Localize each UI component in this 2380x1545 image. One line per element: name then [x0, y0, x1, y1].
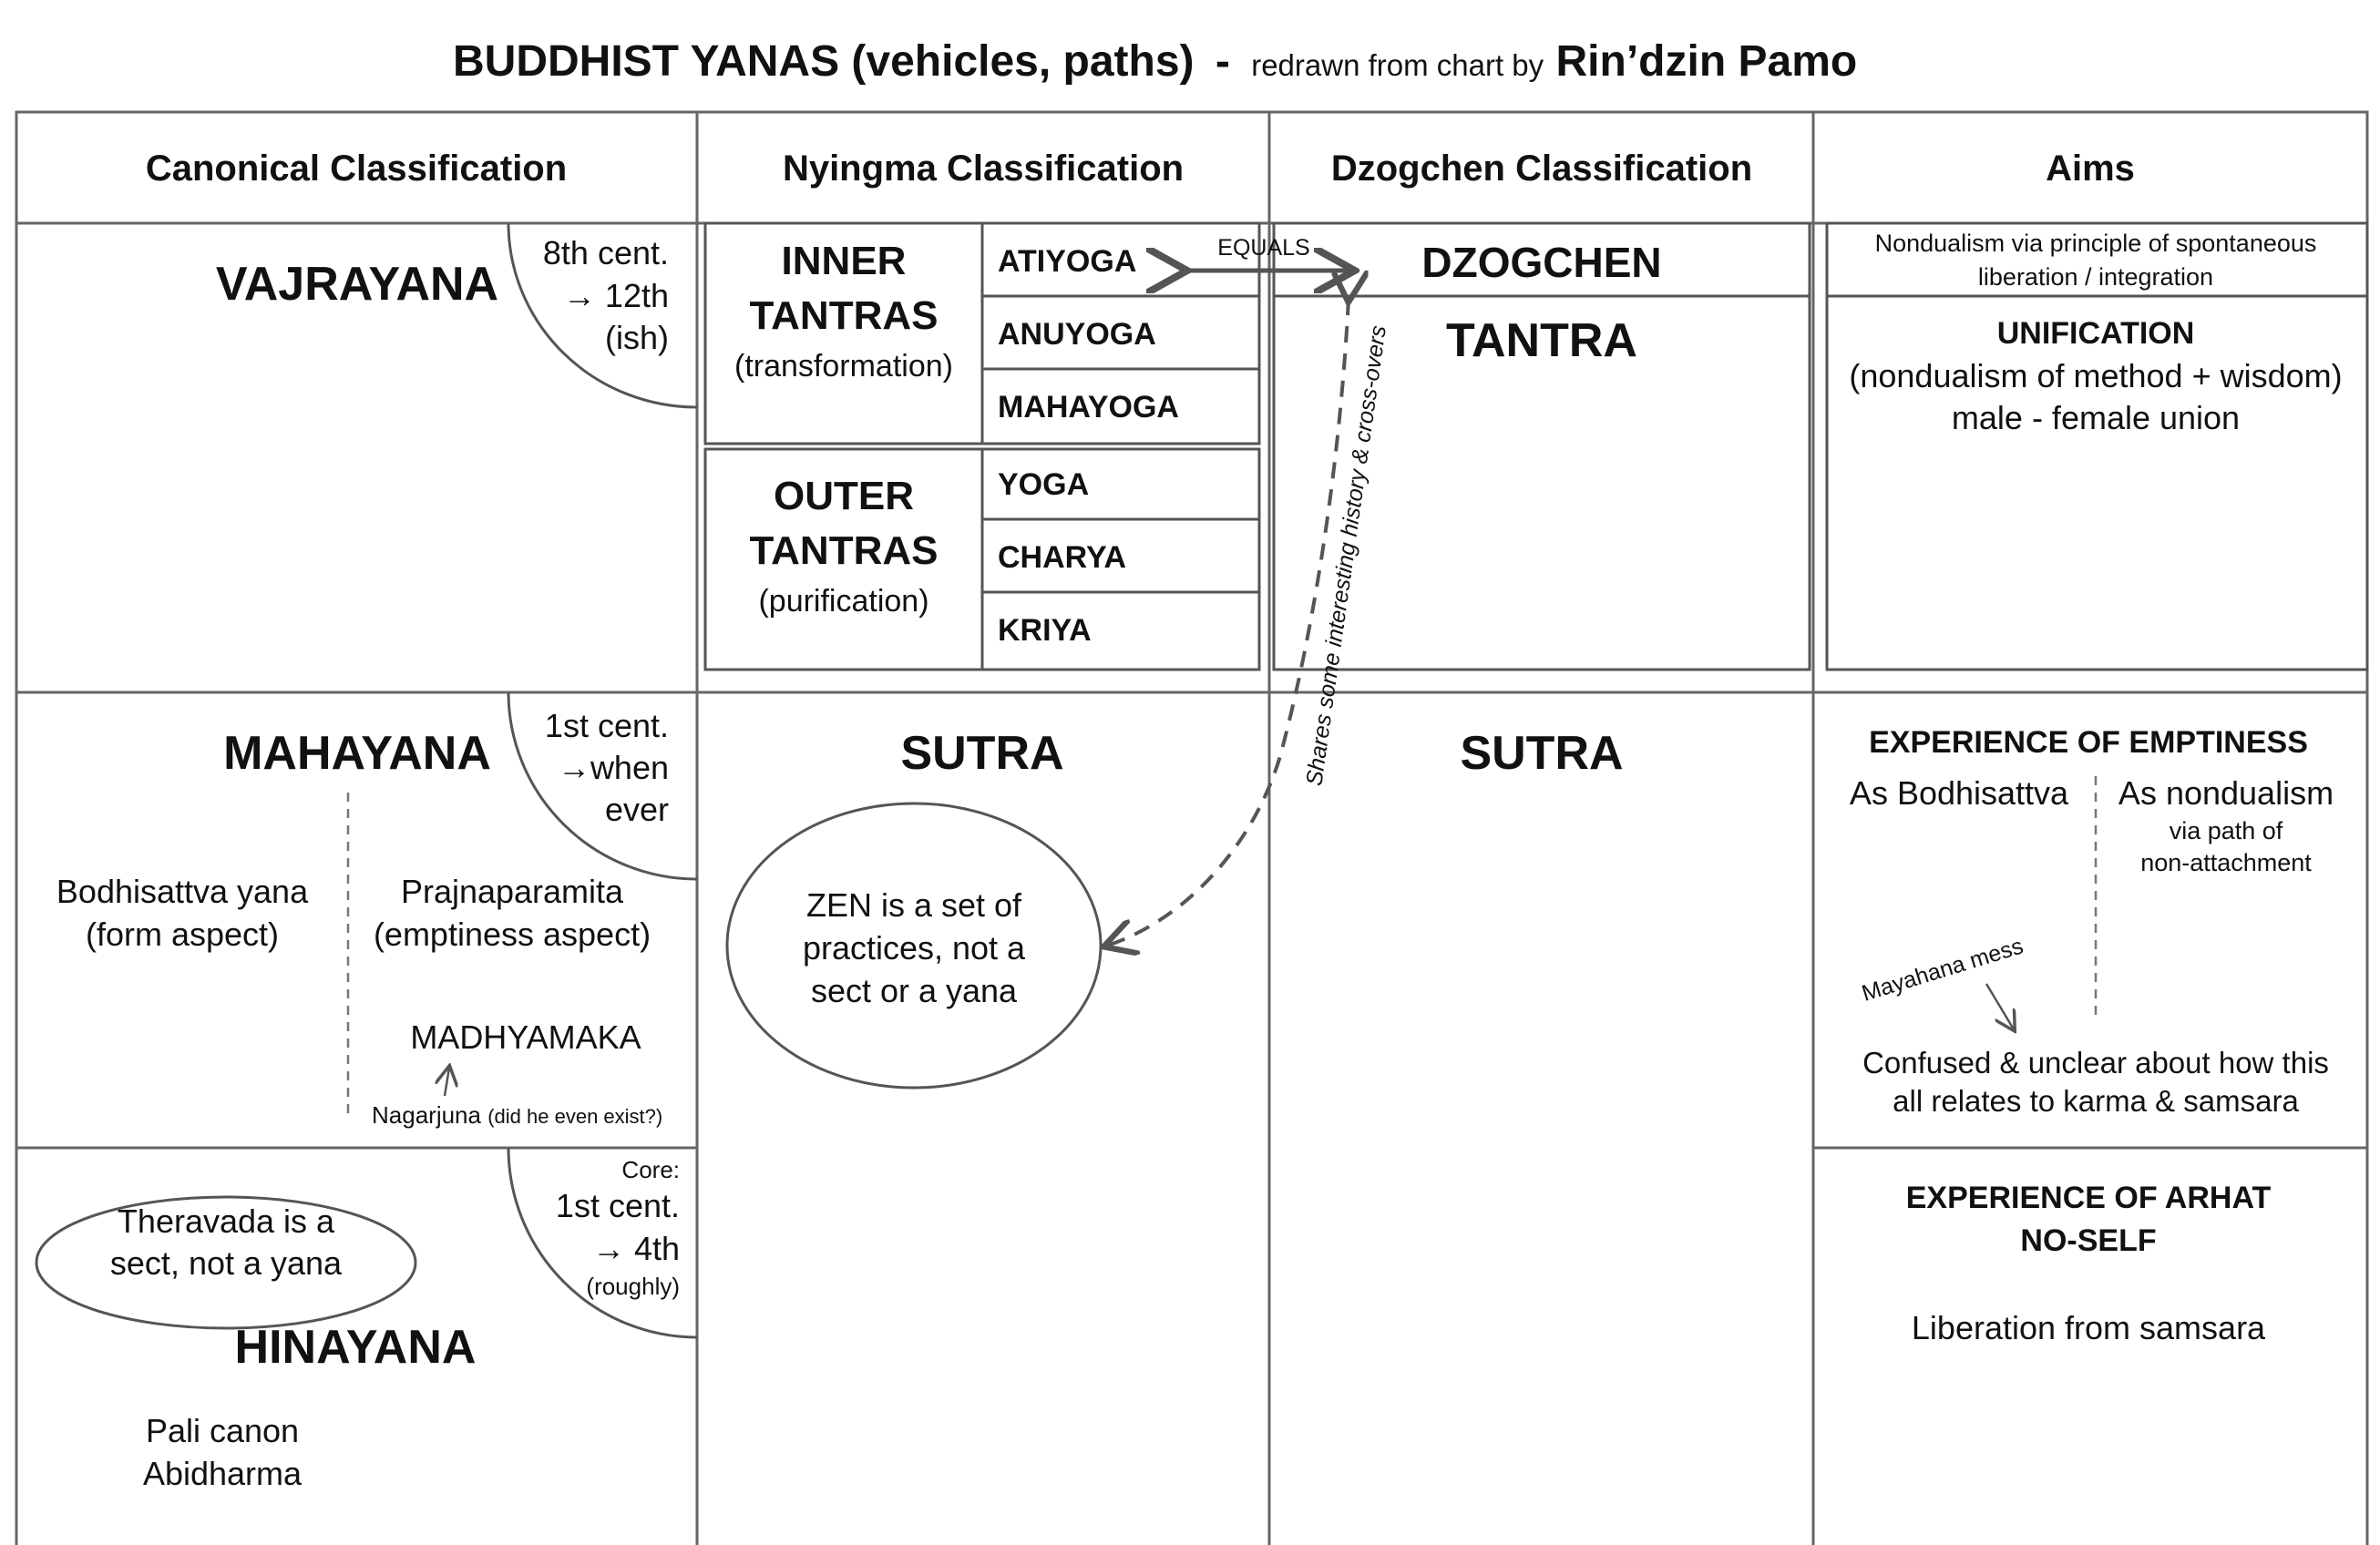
- abidharma: Abidharma: [142, 1455, 303, 1492]
- vajrayana-date-2: → 12th: [562, 277, 669, 314]
- zen-note-1: ZEN is a set of: [805, 886, 1022, 924]
- crossover-dashed-curve: [1107, 299, 1349, 946]
- vajrayana-label: VAJRAYANA: [215, 258, 499, 311]
- aims-upper-box: [1825, 221, 2369, 671]
- header-dzogchen: Dzogchen Classification: [1330, 148, 1753, 189]
- hinayana-date-2: 1st cent.: [555, 1187, 680, 1224]
- nagarjuna-label: Nagarjuna (did he even exist?): [372, 1101, 663, 1130]
- title-main: BUDDHIST YANAS (vehicles, paths): [453, 37, 1195, 86]
- tantra-item-yoga: YOGA: [998, 467, 1090, 502]
- header-aims: Aims: [2046, 148, 2135, 189]
- aims-dzogchen-1: Nondualism via principle of spontaneous: [1874, 230, 2317, 257]
- outer-frame: [15, 110, 2369, 1545]
- pali-canon: Pali canon: [145, 1412, 300, 1449]
- tantra-item-anuyoga: ANUYOGA: [998, 317, 1156, 352]
- inner-tantras-1: INNER: [781, 239, 907, 283]
- vajrayana-date-1: 8th cent.: [542, 234, 669, 271]
- aims-arhat-1: EXPERIENCE OF ARHAT: [1905, 1181, 2272, 1215]
- theravada-note-2: sect, not a yana: [109, 1244, 343, 1282]
- prajnaparamita-2: (emptiness aspect): [373, 916, 651, 953]
- madhyamaka-label: MADHYAMAKA: [410, 1018, 641, 1056]
- tantra-item-charya: CHARYA: [998, 540, 1127, 575]
- mess-arrow: [1985, 983, 2014, 1029]
- mahayana-label: MAHAYANA: [223, 727, 491, 780]
- vajrayana-date-3: (ish): [605, 319, 669, 356]
- aims-unification: UNIFICATION: [1996, 316, 2195, 351]
- hinayana-label: HINAYANA: [234, 1321, 477, 1374]
- aims-arhat-2: NO-SELF: [2020, 1223, 2157, 1258]
- aims-via-2: non-attachment: [2140, 849, 2312, 876]
- dzogchen-tantra-label: TANTRA: [1446, 314, 1637, 367]
- outer-tantras-1: OUTER: [774, 474, 914, 518]
- mahayana-date-1: 1st cent.: [544, 707, 669, 744]
- hinayana-date-arc: [507, 1147, 698, 1339]
- title-dash: -: [1215, 37, 1230, 86]
- aims-confused-1: Confused & unclear about how this: [1862, 1046, 2329, 1079]
- aims-as-nondualism: As nondualism: [2118, 774, 2334, 812]
- prajnaparamita-1: Prajnaparamita: [400, 873, 624, 910]
- outer-tantras-sub: (purification): [758, 584, 929, 619]
- date-arcs: [507, 222, 698, 1339]
- zen-note-2: practices, not a: [802, 929, 1026, 967]
- tantra-item-atiyoga: ATIYOGA: [998, 244, 1137, 279]
- bodhisattva-yana-2: (form aspect): [85, 916, 280, 953]
- hinayana-date-3: → 4th: [591, 1230, 680, 1267]
- nagarjuna-name: Nagarjuna: [372, 1101, 481, 1129]
- aims-dzogchen-2: liberation / integration: [1977, 263, 2214, 291]
- header-canonical: Canonical Classification: [145, 148, 568, 189]
- hinayana-date-1: Core:: [621, 1156, 680, 1183]
- mahayana-date-2: →when: [557, 749, 669, 786]
- aims-unification-2: male - female union: [1951, 399, 2241, 436]
- page-title: BUDDHIST YANAS (vehicles, paths) - redra…: [453, 36, 1857, 87]
- aims-liberation: Liberation from samsara: [1911, 1309, 2266, 1346]
- nagarjuna-note: (did he even exist?): [487, 1105, 663, 1128]
- aims-via-1: via path of: [2169, 817, 2283, 844]
- mahayana-date-arc: [507, 691, 698, 881]
- aims-emptiness: EXPERIENCE OF EMPTINESS: [1869, 725, 2308, 760]
- inner-tantras-sub: (transformation): [734, 349, 953, 384]
- hinayana-date-4: (roughly): [586, 1273, 680, 1300]
- dzogchen-label: DZOGCHEN: [1421, 239, 1662, 286]
- equals-label: EQUALS: [1217, 235, 1310, 261]
- vajrayana-date-arc: [507, 222, 698, 409]
- header-nyingma: Nyingma Classification: [782, 148, 1185, 189]
- inner-tantras-2: TANTRAS: [749, 293, 939, 338]
- zen-note-3: sect or a yana: [810, 972, 1018, 1009]
- tantra-item-mahayoga: MAHAYOGA: [998, 390, 1179, 425]
- nagarjuna-arrow: [445, 1068, 449, 1097]
- theravada-note-1: Theravada is a: [117, 1202, 335, 1240]
- tantra-item-kriya: KRIYA: [998, 613, 1092, 648]
- nyingma-sutra-label: SUTRA: [900, 727, 1064, 780]
- dzogchen-sutra-label: SUTRA: [1460, 727, 1624, 780]
- outer-tantras-2: TANTRAS: [749, 528, 939, 573]
- title-redrawn: redrawn from chart by: [1251, 48, 1544, 82]
- aims-unification-1: (nondualism of method + wisdom): [1849, 357, 2343, 394]
- theravada-ellipse: [35, 1195, 417, 1330]
- mahayana-date-3: ever: [604, 791, 669, 828]
- title-author: Rin’dzin Pamo: [1555, 37, 1858, 86]
- aims-as-bodhisattva: As Bodhisattva: [1849, 774, 2069, 812]
- aims-confused-2: all relates to karma & samsara: [1893, 1084, 2299, 1118]
- bodhisattva-yana-1: Bodhisattva yana: [56, 873, 309, 910]
